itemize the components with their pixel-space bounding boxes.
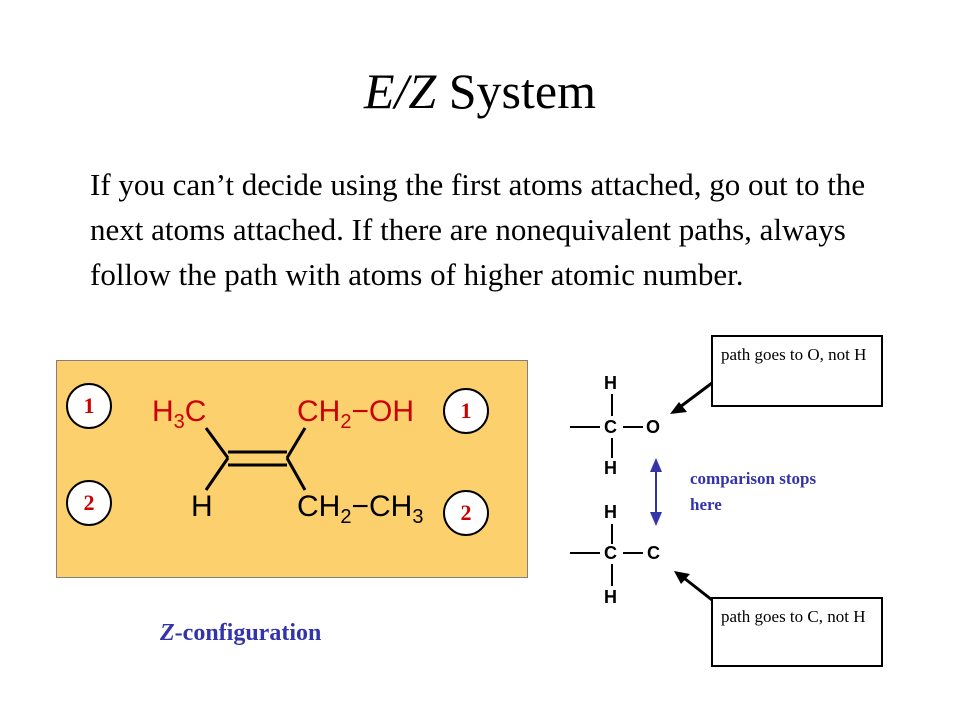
group-bottom-left: H	[191, 490, 213, 523]
comparison-note: comparison stops here	[690, 469, 817, 514]
comparison-arrow-head-down	[650, 512, 662, 526]
callout-top-arrow	[679, 381, 713, 409]
group-top-left: H3C	[152, 395, 207, 433]
rank-right-top: 1	[443, 388, 489, 434]
slide-title: E/Z System	[0, 62, 960, 120]
callout-bottom: path goes to C, not H	[711, 597, 883, 667]
configuration-italic: Z	[160, 620, 175, 646]
callout-bottom-arrow	[683, 576, 713, 602]
frag-bottom-h-lower: H	[604, 587, 617, 607]
rank-right-bottom: 2	[443, 490, 489, 536]
group-top-right: CH2−OH	[297, 395, 414, 433]
frag-bottom-h-upper: H	[604, 502, 617, 522]
explanation-paragraph: If you can’t decide using the first atom…	[90, 167, 866, 292]
frag-top-c: C	[604, 417, 617, 437]
rank-left-bottom: 2	[66, 480, 112, 526]
title-rest: System	[436, 63, 596, 119]
frag-top-h-upper: H	[604, 373, 617, 393]
comparison-arrow-head-up	[650, 458, 662, 472]
frag-top-h-lower: H	[604, 458, 617, 478]
bond-bottom-left	[204, 457, 230, 491]
frag-bottom-c: C	[604, 543, 617, 563]
bond-bottom-right	[285, 457, 307, 491]
bond-top-right	[285, 427, 307, 459]
configuration-label: Z-configuration	[160, 620, 321, 647]
configuration-rest: -configuration	[174, 620, 322, 646]
title-italic: E/Z	[364, 63, 437, 119]
bond-top-left	[204, 427, 230, 459]
frag-bottom-neighbor: C	[647, 543, 660, 563]
frag-top-neighbor: O	[646, 417, 661, 437]
group-bottom-right: CH2−CH3	[297, 490, 424, 528]
callout-bottom-arrow-head	[674, 571, 690, 584]
rank-left-top: 1	[66, 383, 112, 429]
callout-top: path goes to O, not H	[711, 335, 883, 407]
callout-top-arrow-head	[670, 402, 687, 414]
